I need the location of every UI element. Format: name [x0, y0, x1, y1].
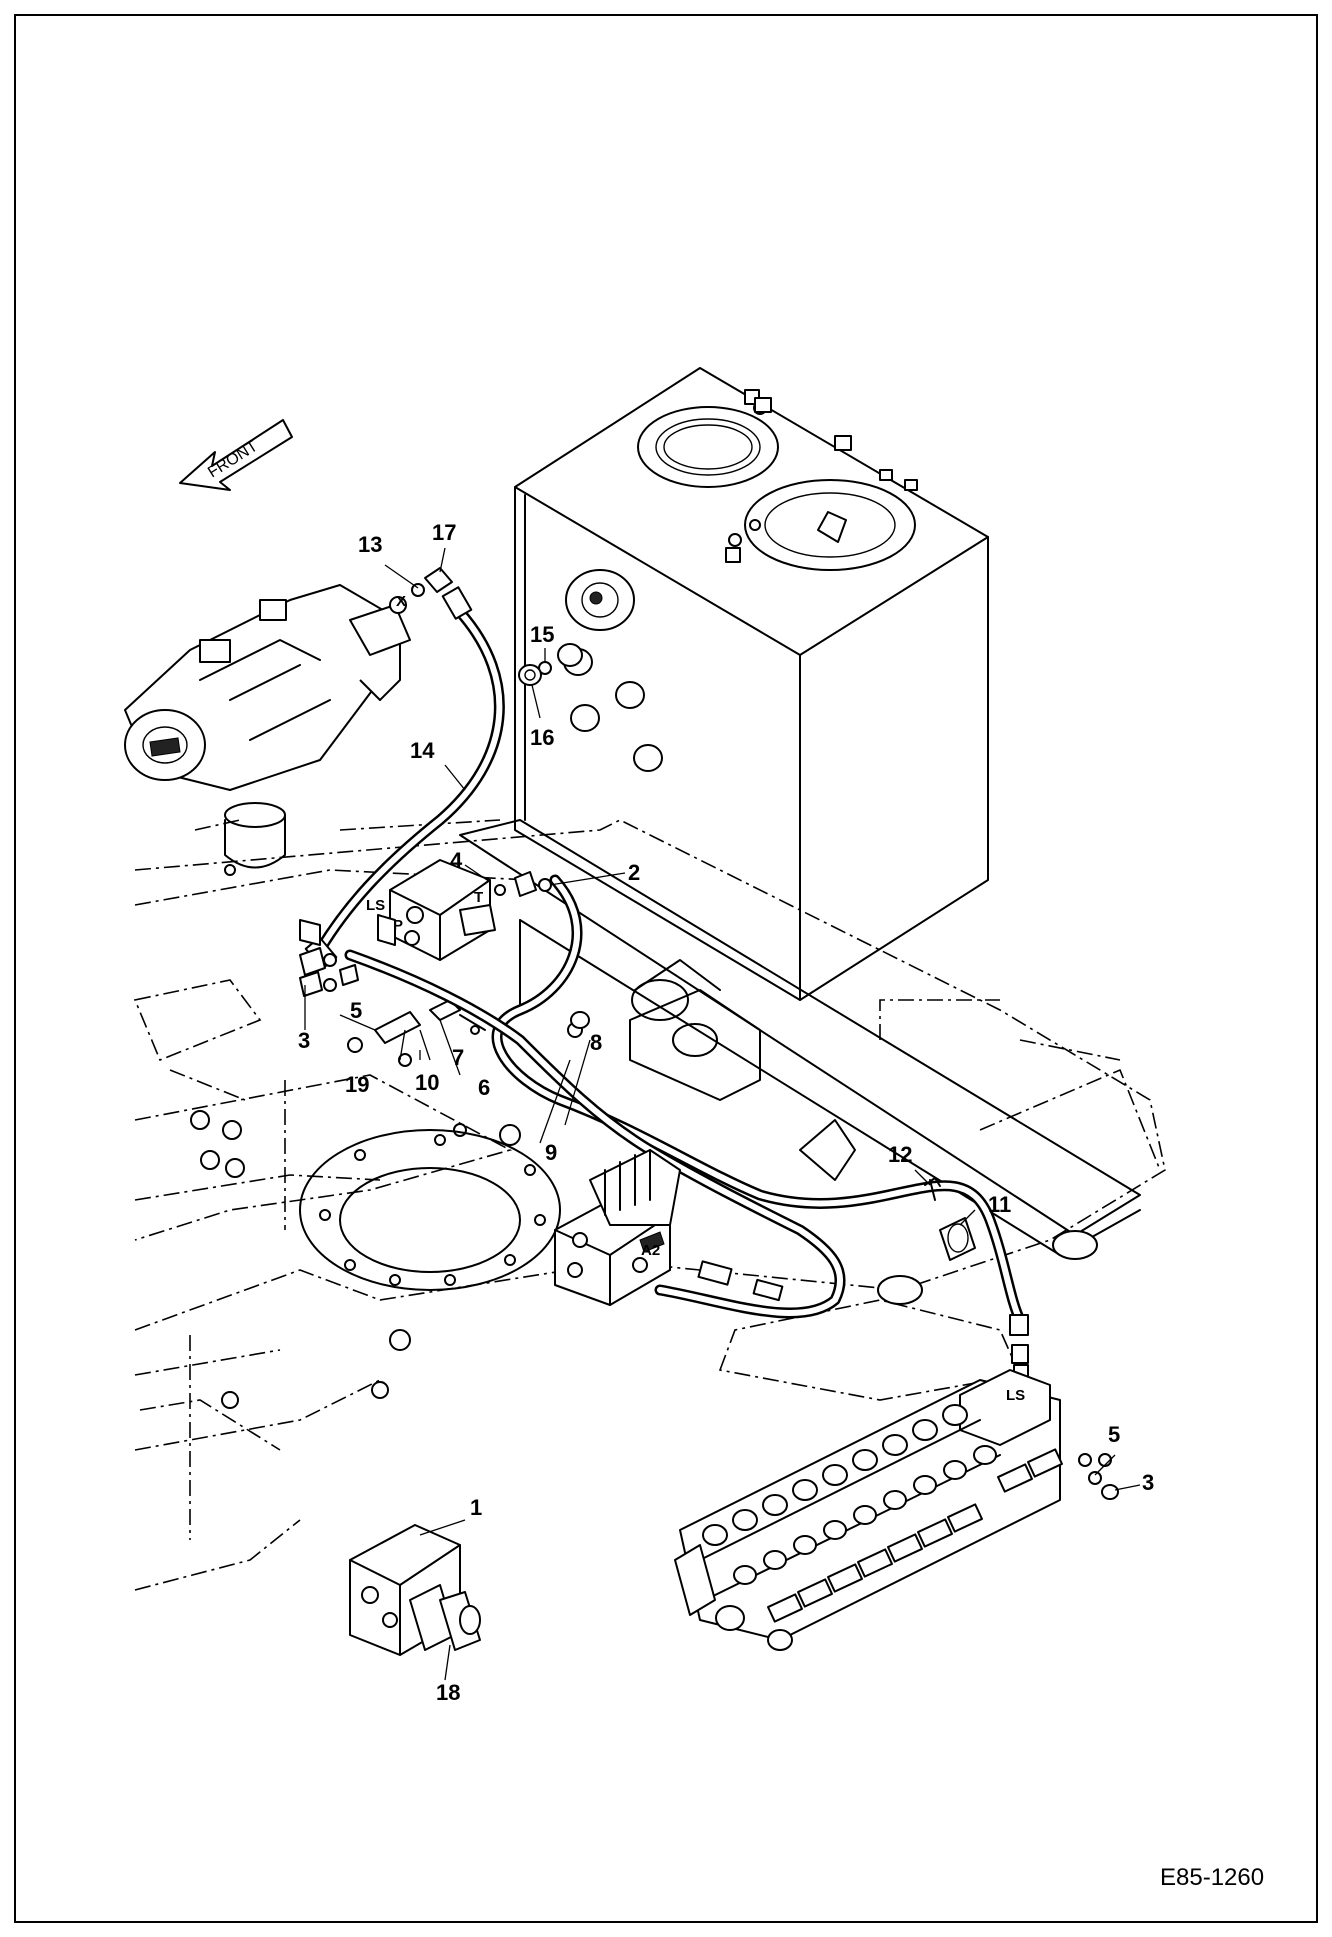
fitting-18 — [411, 567, 453, 597]
callout-labels: 1 18 2 3 3 4 5 5 6 7 8 9 10 11 12 13 14 … — [298, 520, 1154, 1705]
callout-16: 15 — [530, 622, 554, 647]
callout-12: 11 — [988, 1192, 1011, 1217]
callout-3-right: 2 — [628, 860, 640, 885]
callout-11: 10 — [415, 1070, 439, 1095]
valve-spools — [767, 1448, 1063, 1623]
port-a2: A2 — [641, 1242, 660, 1259]
coil-2 — [439, 1591, 481, 1651]
hydraulic-pump — [124, 584, 501, 876]
callout-17: 16 — [530, 725, 554, 750]
fitting-16-17 — [518, 643, 583, 686]
solenoid-valve-center — [554, 1149, 681, 1306]
fitting-5-3-upper — [494, 871, 552, 897]
hose-10 — [344, 949, 846, 1319]
main-control-valve — [674, 1369, 1112, 1651]
front-arrow-icon: FRONT — [179, 419, 293, 491]
callout-1: 1 — [470, 1495, 482, 1520]
callout-8: 7 — [452, 1045, 464, 1070]
diagram-frame — [14, 14, 1318, 1923]
ls-fittings — [1009, 1314, 1029, 1382]
valve-sections — [702, 1404, 997, 1585]
hose-9 — [491, 874, 1026, 1326]
upper-frame — [133, 819, 1166, 1591]
fitting-6-4 — [1088, 1471, 1119, 1500]
callout-9: 8 — [590, 1030, 602, 1055]
port-p: P — [393, 917, 403, 934]
port-x: X — [396, 593, 406, 610]
leader-lines — [304, 547, 1141, 1681]
ls-valve-block — [299, 859, 496, 961]
callout-4: 3 — [1142, 1470, 1154, 1495]
callout-5-lower: 5 — [350, 998, 362, 1023]
callout-15: 14 — [410, 738, 435, 763]
callout-14: 13 — [358, 532, 382, 557]
callout-7: 6 — [478, 1075, 490, 1100]
callout-13: 12 — [888, 1142, 912, 1167]
swing-ring — [299, 1129, 561, 1291]
hydraulic-tank — [514, 367, 989, 1001]
callout-5-upper: 4 — [450, 848, 463, 873]
port-ls-upper: LS — [366, 897, 385, 914]
callout-2: 18 — [436, 1680, 460, 1705]
callout-18: 17 — [432, 520, 456, 545]
solenoid-valve-1 — [349, 1524, 461, 1656]
port-ls-lower: LS — [1006, 1387, 1025, 1404]
callout-10: 9 — [545, 1140, 557, 1165]
drawing-code: E85-1260 — [1160, 1864, 1264, 1891]
port-t: T — [474, 889, 483, 906]
port-labels: X LS P T A2 LS — [366, 593, 1025, 1404]
bracket-parts — [347, 999, 486, 1067]
cross-beam — [459, 819, 1141, 1305]
callout-6: 5 — [1108, 1422, 1120, 1447]
callout-3-left: 3 — [298, 1028, 310, 1053]
callout-19: 19 — [345, 1072, 369, 1097]
